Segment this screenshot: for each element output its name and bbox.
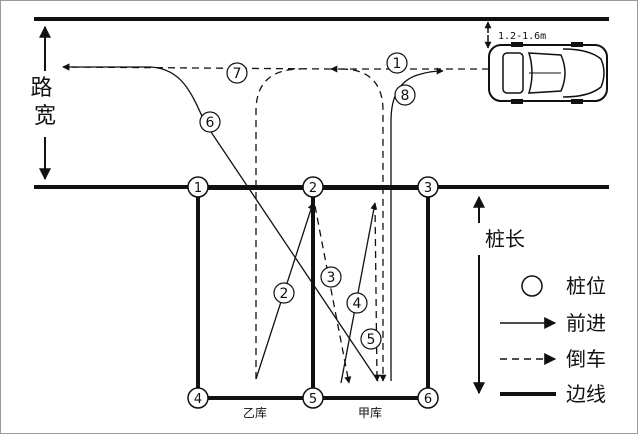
svg-text:3: 3 <box>327 270 336 286</box>
legend-edge: 边线 <box>500 382 606 406</box>
car-topview-icon <box>488 42 608 104</box>
peg-markers: 1 2 3 4 5 6 <box>187 176 439 409</box>
legend: 桩位 前进 倒车 边线 <box>500 274 606 406</box>
legend-edge-label: 边线 <box>566 382 606 406</box>
step-marker-6: 6 <box>199 111 221 133</box>
path-step-3-reverse <box>314 205 352 384</box>
legend-forward: 前进 <box>500 311 606 335</box>
step-markers: 1 2 3 4 5 6 7 8 <box>199 52 416 350</box>
garage-jia-label: 甲库 <box>358 405 382 420</box>
circle-icon <box>521 275 543 297</box>
svg-text:3: 3 <box>424 181 432 196</box>
path-step-8-forward <box>390 67 444 381</box>
svg-text:5: 5 <box>309 392 317 407</box>
svg-text:7: 7 <box>233 66 242 82</box>
legend-reverse-label: 倒车 <box>566 347 606 371</box>
road-width-label-char-2: 宽 <box>34 104 56 129</box>
garage-edge-lines <box>196 186 430 400</box>
pile-length-label: 桩长 <box>485 227 525 251</box>
svg-text:1: 1 <box>393 56 402 72</box>
svg-text:1: 1 <box>194 181 202 196</box>
peg-5: 5 <box>302 387 324 409</box>
garage-yi-label: 乙库 <box>243 405 267 420</box>
road-width-label: 路 宽 <box>30 76 59 129</box>
step-marker-2: 2 <box>273 282 295 304</box>
svg-text:6: 6 <box>206 115 215 131</box>
peg-6: 6 <box>417 387 439 409</box>
legend-reverse: 倒车 <box>500 347 606 371</box>
peg-3: 3 <box>417 176 439 198</box>
svg-text:6: 6 <box>424 392 432 407</box>
path-step-6-forward <box>62 63 379 382</box>
svg-text:2: 2 <box>280 286 289 302</box>
path-yi-dashed-loop <box>255 68 302 379</box>
legend-peg: 桩位 <box>521 274 606 298</box>
path-step-7-reverse <box>62 63 332 71</box>
peg-4: 4 <box>187 387 209 409</box>
svg-text:4: 4 <box>194 392 202 407</box>
svg-text:4: 4 <box>353 296 362 312</box>
path-step-4-reverse <box>373 202 381 382</box>
road-width-label-char-1: 路 <box>30 76 52 101</box>
step-marker-7: 7 <box>226 62 248 84</box>
step-marker-5: 5 <box>360 328 382 350</box>
legend-forward-label: 前进 <box>566 311 606 335</box>
step-marker-1: 1 <box>386 52 408 74</box>
svg-text:2: 2 <box>309 181 317 196</box>
path-jia-dashed-loop <box>340 68 387 382</box>
clearance-label: 1.2-1.6m <box>498 31 546 42</box>
svg-text:5: 5 <box>367 332 376 348</box>
step-marker-8: 8 <box>394 84 416 106</box>
legend-peg-label: 桩位 <box>566 274 606 298</box>
step-marker-4: 4 <box>346 292 368 314</box>
peg-2: 2 <box>302 176 324 198</box>
svg-text:8: 8 <box>401 88 410 104</box>
step-marker-3: 3 <box>320 266 342 288</box>
peg-1: 1 <box>187 176 209 198</box>
